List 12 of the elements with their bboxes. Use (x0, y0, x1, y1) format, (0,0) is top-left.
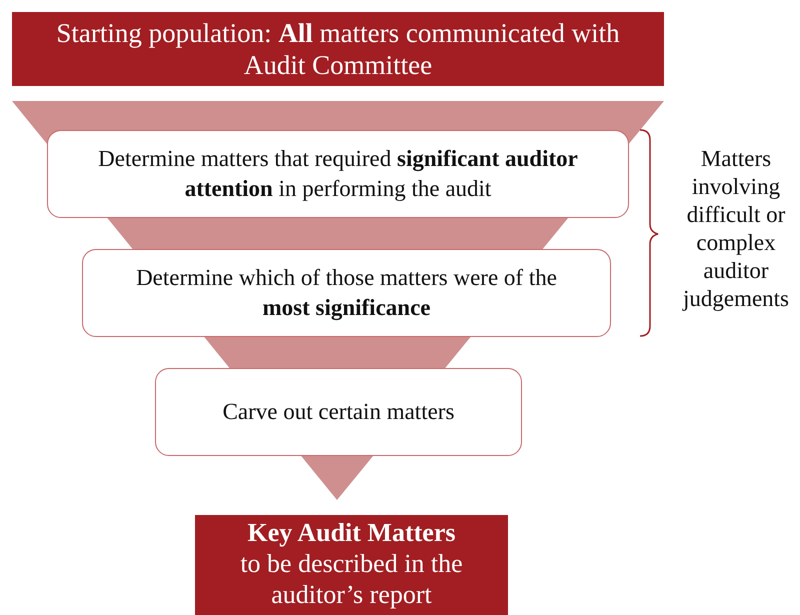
side-note: Matters involving difficult or complex auditor judgements (681, 145, 790, 314)
box-heading: Key Audit Matters (248, 517, 456, 548)
process-box (82, 249, 611, 337)
start-box (12, 12, 664, 86)
box-text: Starting population: All matters communicated with Audit Committee (55, 16, 621, 82)
box-text: Determine which of those matters were of the most significance (135, 264, 558, 322)
box-text: Determine matters that required significant auditor attention in performing the audit (97, 145, 579, 203)
box-text: to be described in the auditor’s report (239, 548, 464, 611)
box-text: Carve out certain matters (222, 398, 454, 426)
process-box (155, 368, 522, 456)
result-box (195, 515, 508, 615)
process-box (47, 130, 629, 218)
